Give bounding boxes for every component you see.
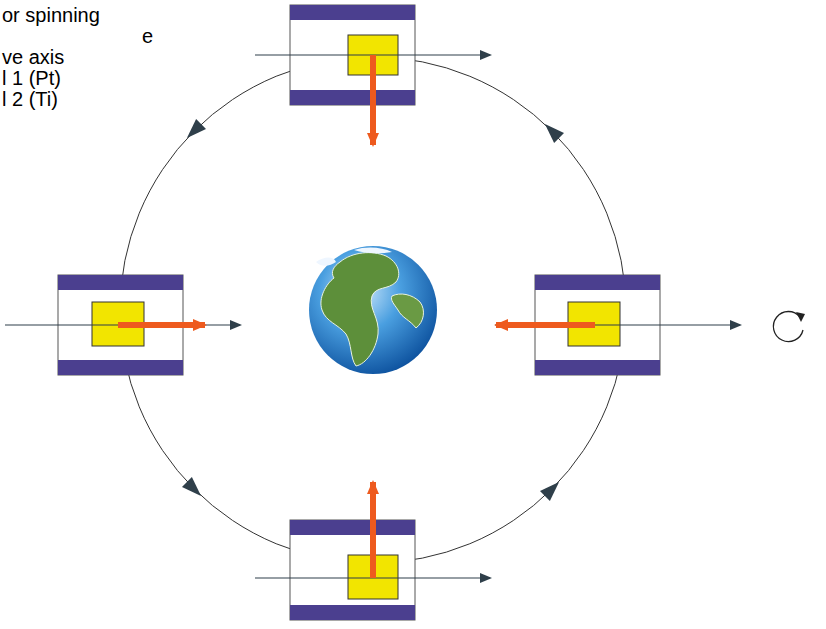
earth-globe	[309, 246, 437, 374]
legend-label: l 2 (Ti)	[2, 89, 58, 110]
orbit-arrowheads	[182, 119, 564, 501]
legend-label: e	[142, 26, 153, 47]
legend-label: ve axis	[2, 47, 64, 68]
legend-label: or spinning	[2, 5, 100, 26]
legend-label: l 1 (Pt)	[2, 68, 61, 89]
satellite-bottom	[255, 482, 490, 620]
satellite-top	[255, 5, 490, 145]
satellite-left	[5, 275, 240, 375]
satellite-right	[495, 275, 740, 375]
rotation-symbol	[773, 312, 805, 342]
